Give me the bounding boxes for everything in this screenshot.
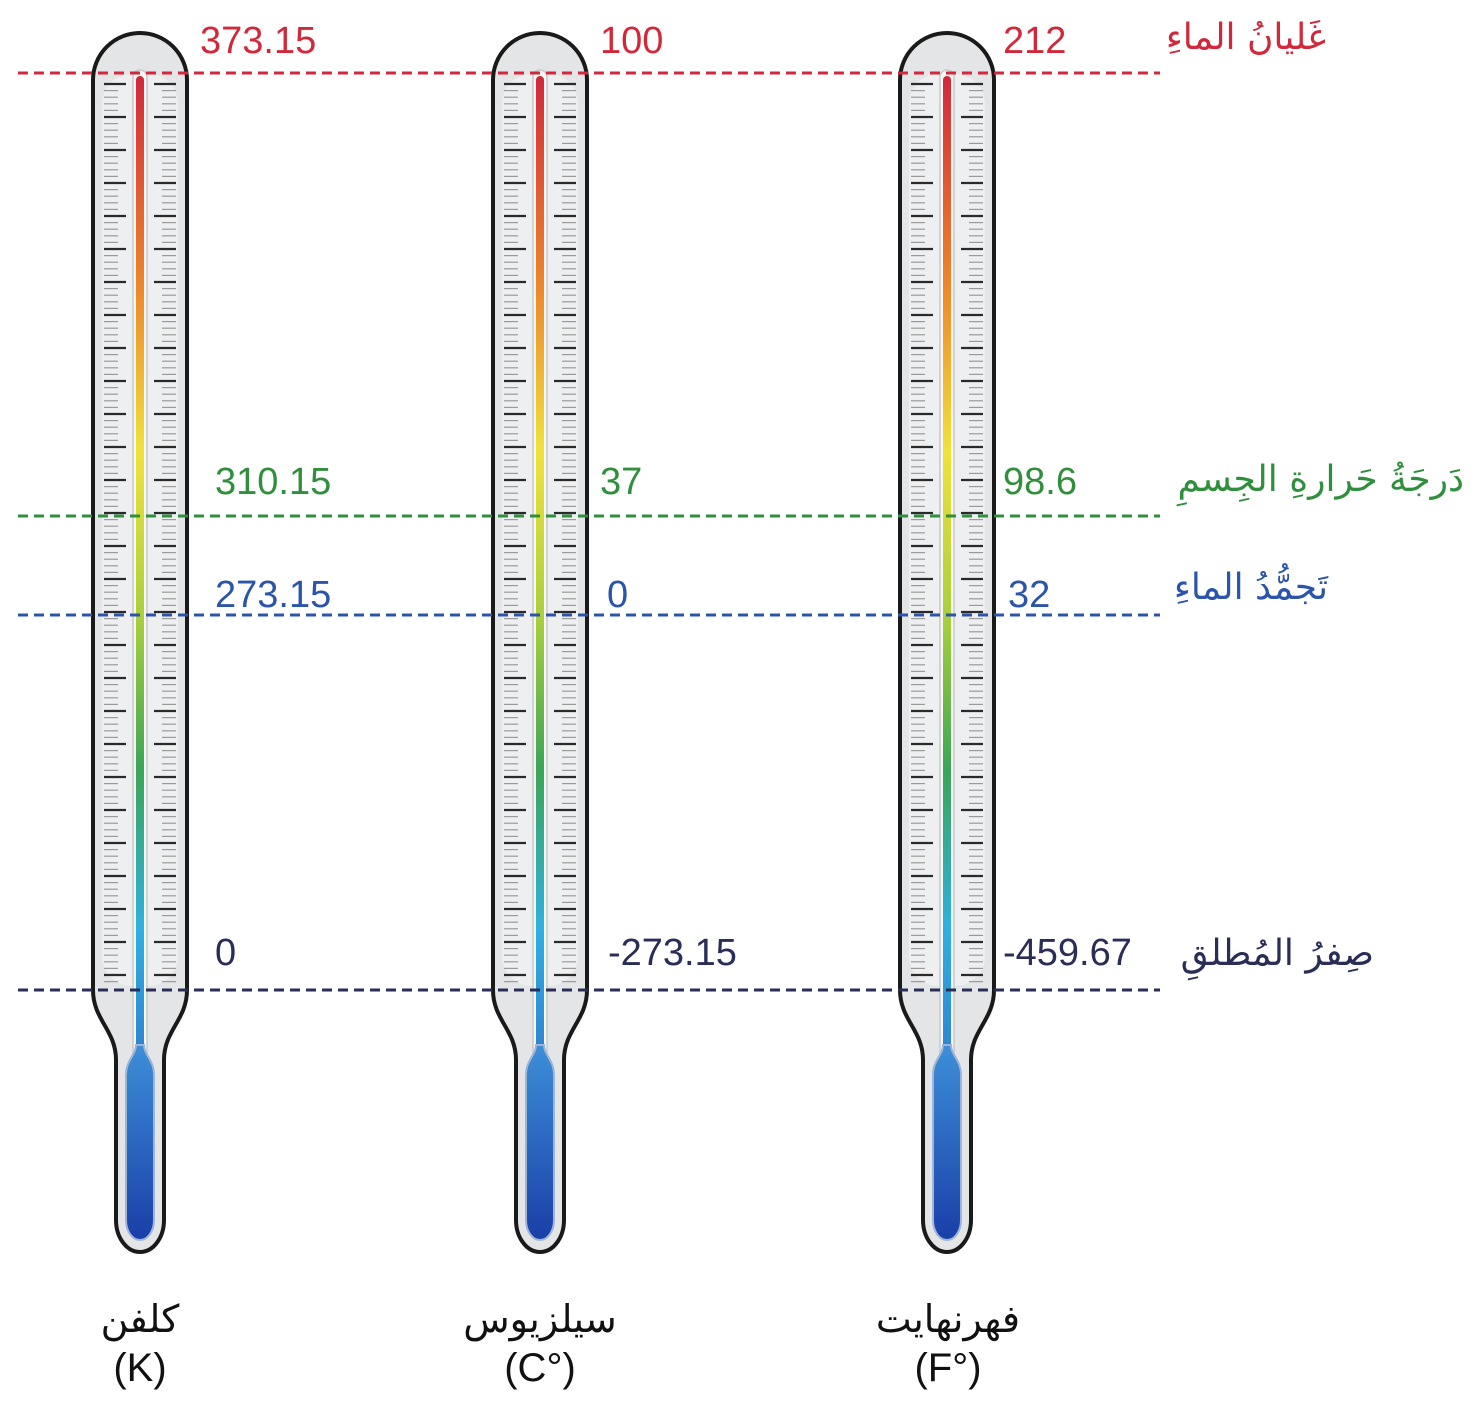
fahrenheit-tick-marks <box>911 82 983 983</box>
fahrenheit-body-value: 98.6 <box>1003 461 1077 503</box>
celsius-boiling-value: 100 <box>600 20 664 62</box>
kelvin-liquid-column <box>136 76 144 1066</box>
kelvin-freezing-value: 273.15 <box>215 574 332 616</box>
celsius-bulb <box>525 1044 555 1241</box>
fahrenheit-absolute-zero-value: -459.67 <box>1003 932 1132 974</box>
boiling-label: غَليانُ الماءِ <box>1165 17 1326 58</box>
freezing-label: تَجمُّدُ الماءِ <box>1173 567 1328 608</box>
body-temperature-label: دَرجَةُ حَرارةِ الجِسمِ <box>1177 459 1464 500</box>
celsius-tick-marks <box>504 82 576 983</box>
celsius-thermometer <box>491 31 589 1254</box>
kelvin-bulb <box>125 1044 155 1241</box>
celsius-body-value: 37 <box>600 461 643 503</box>
fahrenheit-boiling-value: 212 <box>1003 20 1067 62</box>
fahrenheit-freezing-value: 32 <box>1008 574 1051 616</box>
celsius-liquid-column <box>536 76 544 1066</box>
fahrenheit-thermometer <box>898 31 996 1254</box>
kelvin-body-value: 310.15 <box>215 461 332 503</box>
fahrenheit-scale-unit: (F°) <box>914 1346 982 1390</box>
absolute-zero-label: صِفرُ المُطلقِ <box>1180 933 1374 974</box>
celsius-absolute-zero-value: -273.15 <box>608 932 737 974</box>
fahrenheit-bulb <box>932 1044 962 1241</box>
fahrenheit-liquid-column <box>943 76 951 1066</box>
celsius-scale-name: سيلزيوس <box>463 1297 617 1341</box>
kelvin-scale-unit: (K) <box>113 1346 167 1390</box>
kelvin-tick-marks <box>104 82 176 983</box>
kelvin-thermometer <box>91 31 189 1254</box>
fahrenheit-scale-name: فهرنهايت <box>875 1297 1021 1341</box>
kelvin-absolute-zero-value: 0 <box>215 932 237 974</box>
celsius-scale-unit: (C°) <box>504 1346 576 1390</box>
kelvin-scale-name: كلفن <box>100 1297 180 1341</box>
celsius-freezing-value: 0 <box>607 574 629 616</box>
kelvin-boiling-value: 373.15 <box>200 20 317 62</box>
